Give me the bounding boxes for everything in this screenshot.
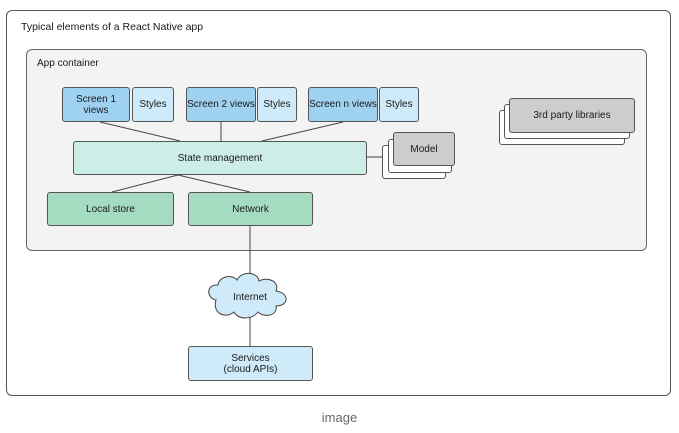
screen-2-styles: Styles	[257, 87, 297, 122]
line-state-network	[177, 174, 251, 193]
state-management: State management	[73, 141, 367, 175]
line-state-localstore	[111, 174, 179, 193]
model: Model	[393, 132, 455, 166]
line-screen1-state	[99, 121, 181, 142]
screen-1-styles: Styles	[132, 87, 174, 122]
line-screenn-state	[261, 121, 344, 142]
diagram-title: Typical elements of a React Native app	[21, 21, 204, 33]
services-cloud-apis: Services (cloud APIs)	[188, 346, 313, 381]
local-store: Local store	[47, 192, 174, 226]
third-party-libraries: 3rd party libraries	[509, 98, 635, 133]
screen-1-views: Screen 1 views	[62, 87, 130, 122]
screen-n-styles: Styles	[379, 87, 419, 122]
app-container-label: App container	[37, 58, 99, 69]
internet-cloud-icon	[208, 272, 287, 319]
internet-label: Internet	[233, 292, 267, 303]
network: Network	[188, 192, 313, 226]
screen-n-views: Screen n views	[308, 87, 378, 122]
screen-2-views: Screen 2 views	[186, 87, 256, 122]
image-caption: image	[321, 410, 358, 425]
